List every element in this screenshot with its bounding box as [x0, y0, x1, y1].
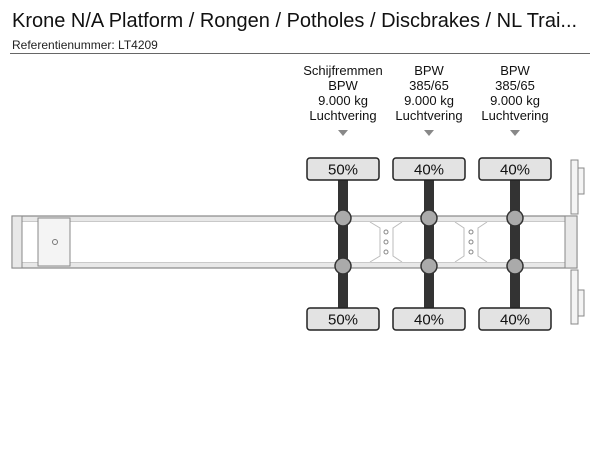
tire-load-label: 40% — [500, 312, 530, 329]
rear-bumper — [570, 159, 585, 325]
wheel-hub — [420, 257, 438, 275]
axle-shaft — [338, 178, 348, 310]
wheel-hub — [420, 209, 438, 227]
front-end-block — [11, 215, 23, 269]
tire-top: 50% — [306, 157, 380, 181]
tire-rect — [392, 157, 466, 181]
axle-spec-line: 385/65 — [495, 78, 535, 93]
axle-spec-line: BPW — [500, 63, 530, 78]
header-divider — [10, 53, 590, 54]
rear-end-block — [564, 215, 578, 269]
tire-load-label: 40% — [414, 312, 444, 329]
down-arrow-icon — [510, 130, 520, 136]
wheel-hub — [334, 209, 352, 227]
kingpin-plate — [37, 217, 71, 267]
tire-load-label: 40% — [500, 162, 530, 179]
kingpin-icon — [52, 239, 58, 245]
tire-bottom: 40% — [478, 307, 552, 331]
axle-shaft — [424, 178, 434, 310]
cross-member — [369, 221, 403, 263]
axle-spec-line: 9.000 kg — [404, 93, 454, 108]
wheel-hub — [506, 209, 524, 227]
tire-rect — [392, 307, 466, 331]
wheel-hub — [506, 257, 524, 275]
tire-rect — [306, 157, 380, 181]
page-title: Krone N/A Platform / Rongen / Potholes /… — [12, 10, 578, 32]
tire-bottom: 40% — [392, 307, 466, 331]
down-arrow-icon — [424, 130, 434, 136]
tire-bottom: 50% — [306, 307, 380, 331]
tire-rect — [306, 307, 380, 331]
cross-member — [454, 221, 488, 263]
axle-spec-line: Luchtvering — [395, 108, 463, 123]
tire-load-label: 40% — [414, 162, 444, 179]
chassis-center — [22, 222, 565, 262]
axle-spec-line: 9.000 kg — [318, 93, 368, 108]
axle-shaft — [510, 178, 520, 310]
reference-number: Referentienummer: LT4209 — [12, 38, 158, 52]
tire-top: 40% — [478, 157, 552, 181]
axle-spec-line: Luchtvering — [481, 108, 549, 123]
axles-layer: 50% 50% 40% 40% 40% 40% — [306, 130, 552, 331]
axle-spec-line: 385/65 — [409, 78, 449, 93]
axle-spec-line: BPW — [328, 78, 358, 93]
tire-top: 40% — [392, 157, 466, 181]
axle-spec-line: Luchtvering — [309, 108, 377, 123]
tire-rect — [478, 157, 552, 181]
axle-spec-line: 9.000 kg — [490, 93, 540, 108]
wheel-hub — [334, 257, 352, 275]
down-arrow-icon — [338, 130, 348, 136]
axle-spec-line: BPW — [414, 63, 444, 78]
tire-load-label: 50% — [328, 312, 358, 329]
axle-spec-line: Schijfremmen — [303, 63, 383, 78]
tire-load-label: 50% — [328, 162, 358, 179]
tire-rect — [478, 307, 552, 331]
